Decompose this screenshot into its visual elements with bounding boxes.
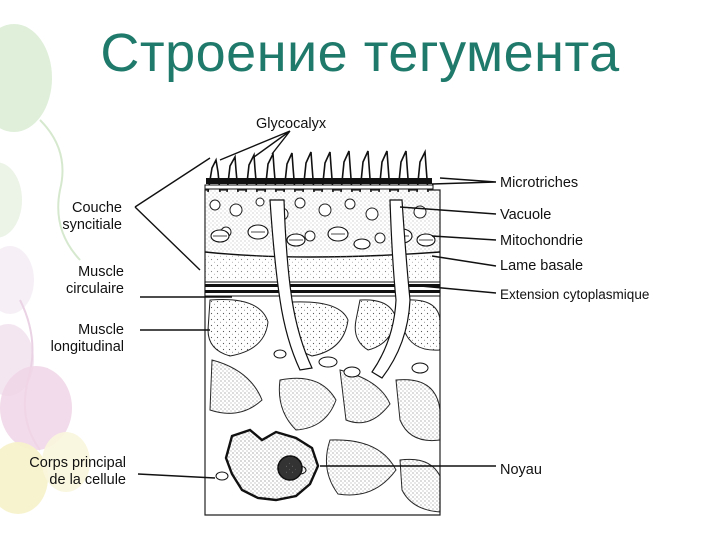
- label-extension-cytoplasmique: Extension cytoplasmique: [500, 287, 650, 302]
- label-lame-basale: Lame basale: [500, 258, 584, 274]
- label-muscle-long-line2: longitudinal: [50, 339, 124, 355]
- label-glycocalyx: Glycocalyx: [256, 116, 327, 132]
- label-couche-syncitiale: Couche syncitiale: [40, 200, 122, 234]
- label-microtriches: Microtriches: [500, 175, 579, 191]
- label-corps-line2: de la cellule: [49, 472, 126, 488]
- slide-title: Строение тегумента: [100, 23, 620, 83]
- label-corps-line1: Corps principal: [29, 455, 126, 471]
- label-couche-line1: Couche: [72, 200, 122, 216]
- corps-principal: [224, 428, 320, 502]
- label-muscle-longitudinal: Muscle longitudinal: [30, 322, 124, 356]
- label-vacuole: Vacuole: [500, 207, 552, 223]
- label-corps-principal: Corps principal de la cellule: [2, 455, 126, 489]
- label-muscle-circ-line1: Muscle: [78, 264, 124, 280]
- label-noyau: Noyau: [500, 462, 542, 478]
- label-couche-line2: syncitiale: [62, 217, 122, 233]
- label-muscle-circ-line2: circulaire: [65, 281, 124, 297]
- leader-lines: [134, 130, 497, 479]
- label-muscle-circulaire: Muscle circulaire: [40, 264, 124, 298]
- muscle-circulaire-band: [204, 281, 441, 297]
- label-mitochondrie: Mitochondrie: [500, 233, 584, 249]
- label-muscle-long-line1: Muscle: [78, 322, 124, 338]
